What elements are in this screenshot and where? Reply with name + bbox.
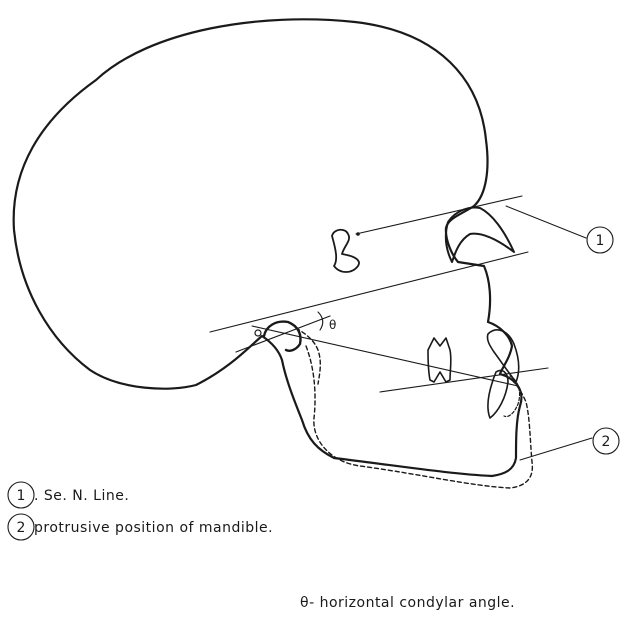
angle-caption: θ- horizontal condylar angle. (300, 595, 515, 611)
ear-outline (332, 230, 359, 272)
skull-outline (14, 19, 522, 476)
angle-theta-label: θ (329, 318, 336, 332)
occlusal-plane-line (380, 368, 548, 392)
callout-1-number: 1 (596, 233, 605, 249)
legend-2-number: 2 (17, 520, 26, 536)
condyle-point (255, 330, 261, 336)
angle-arc (318, 312, 323, 330)
se-n-line (356, 196, 522, 234)
legend-1-number: 1 (17, 488, 26, 504)
sella-point (357, 233, 360, 236)
callout-2-number: 2 (602, 434, 611, 450)
frankfort-line (210, 252, 528, 332)
legend-1-text: . Se. N. Line. (34, 488, 129, 504)
callout-1-leader (506, 206, 586, 238)
lower-incisor (488, 370, 508, 418)
protrusive-mandible-dashed (306, 346, 532, 488)
lower-incisor-protrusive (504, 376, 520, 417)
molar-tooth (428, 338, 451, 382)
legend-2-text: protrusive position of mandible. (34, 520, 273, 536)
occlusal-line (252, 326, 518, 386)
